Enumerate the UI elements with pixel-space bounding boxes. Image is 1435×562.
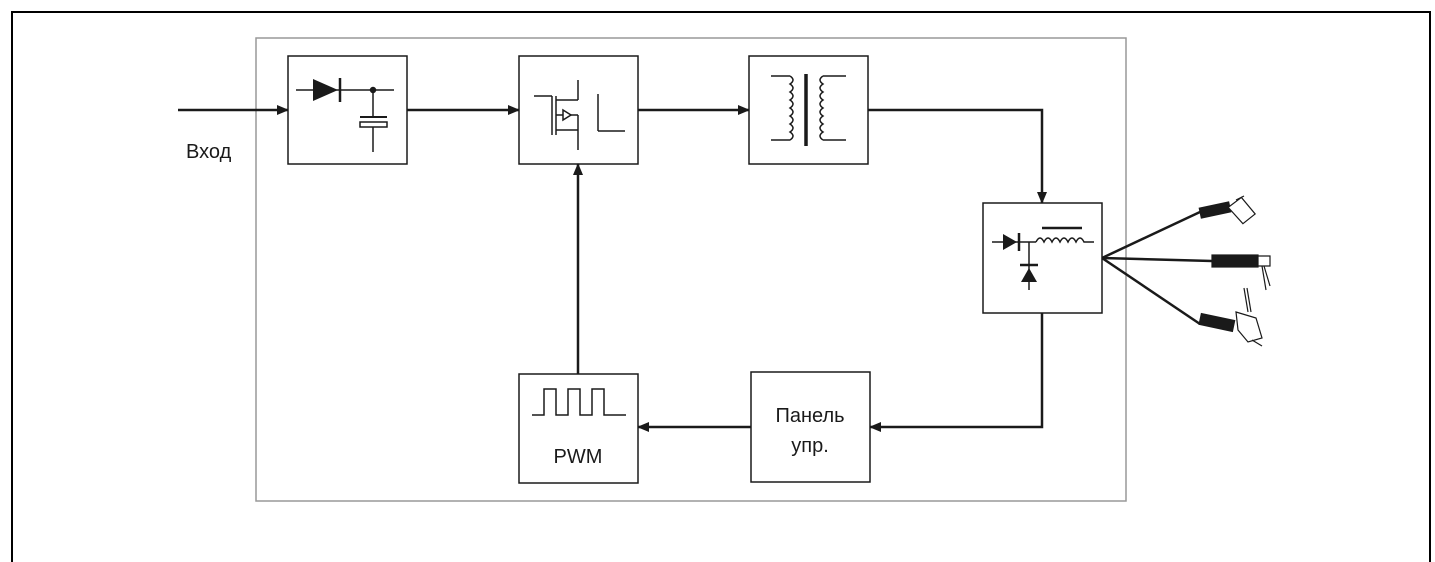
mosfet-switch-block [518,55,639,165]
output-rectifier-block [982,202,1103,314]
arrow-output-to-panel [869,313,1044,432]
pwm-label: PWM [554,446,603,468]
input-label: Вход [186,141,232,163]
panel-label-line1: Панель [775,405,844,427]
output-rectifier-inductor-icon [992,226,1094,290]
page-frame [11,11,1431,562]
inverter-enclosure [255,37,1127,502]
transformer-block [748,55,869,165]
tig-torch-icon [1198,287,1263,347]
diode-capacitor-rectifier-icon [296,78,394,152]
mosfet-switch-icon [534,80,625,150]
output-cables [1101,210,1213,326]
control-panel-block: Панель упр. [750,371,871,483]
pwm-block: PWM [518,373,639,484]
square-wave-icon [532,388,626,416]
arrow-transformer-to-output-rectifier [868,108,1047,204]
panel-label-line2: упр. [791,435,829,457]
transformer-icon [771,74,846,146]
electrode-holder-icon [1211,254,1271,291]
welding-torch-icon [1198,195,1257,225]
input-rectifier-block [287,55,408,165]
